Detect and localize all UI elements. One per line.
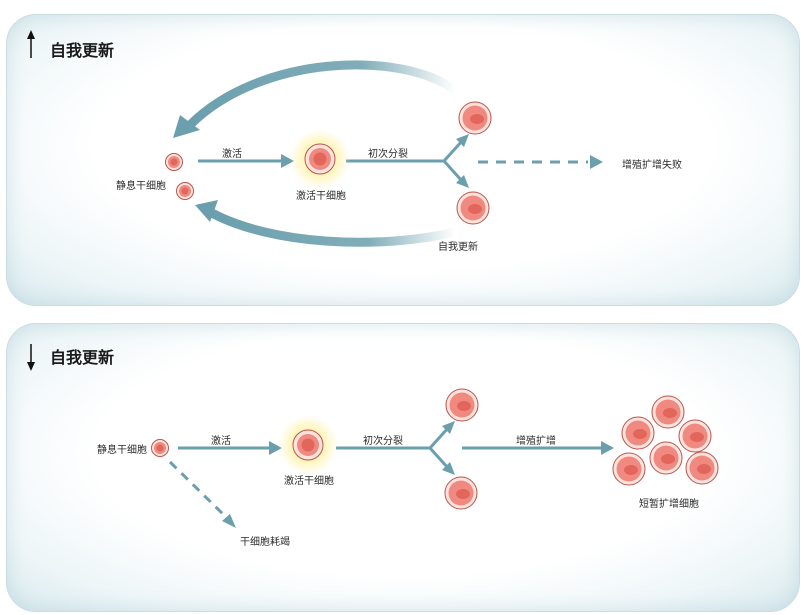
top-panel-title: 自我更新 [50, 41, 115, 60]
activated-label: 激活干细胞 [284, 476, 334, 487]
quiescent-label: 静息干细胞 [116, 181, 166, 192]
amplifying-cell [685, 451, 719, 485]
short-cells-label: 短暂扩增细胞 [639, 499, 699, 510]
amplifying-cell [621, 416, 655, 450]
division-arrow-top [346, 134, 469, 188]
division-label: 初次分裂 [368, 149, 408, 160]
down-arrow-icon [27, 344, 35, 371]
quiescent-cell [165, 153, 183, 171]
division-arrow-bottom [336, 421, 455, 475]
daughter-cell [444, 476, 478, 510]
return-arc-upper [173, 60, 460, 138]
quiescent-cell [176, 182, 194, 200]
amplifying-cell [651, 395, 685, 429]
division-label: 初次分裂 [363, 436, 403, 447]
proliferation-label: 增殖扩增 [516, 436, 556, 447]
amplifying-cell [678, 419, 712, 453]
activated-cell [290, 129, 350, 189]
activate-label: 激活 [211, 436, 231, 447]
activate-label: 激活 [222, 149, 242, 160]
daughter-cell [458, 101, 492, 135]
fail-label: 增殖扩增失败 [622, 160, 682, 171]
return-arc-lower [195, 200, 460, 247]
daughter-cell [456, 191, 490, 225]
failure-arrow [478, 155, 603, 169]
amplifying-cell [649, 441, 683, 475]
self-renewal-label: 自我更新 [438, 242, 478, 253]
exhaustion-arrow [168, 460, 236, 528]
bottom-panel-title: 自我更新 [50, 348, 115, 367]
proliferation-arrow [462, 441, 614, 455]
activated-cell [278, 415, 338, 475]
activate-arrow-bottom [178, 441, 282, 455]
activate-arrow-top [198, 154, 294, 168]
amplifying-cell [612, 452, 646, 486]
quiescent-cell [151, 439, 169, 457]
exhaustion-label: 干细胞耗竭 [240, 537, 290, 548]
amplifying-cell-cluster [612, 395, 719, 486]
quiescent-label: 静息干细胞 [97, 445, 147, 456]
activated-label: 激活干细胞 [296, 191, 346, 202]
daughter-cell [445, 388, 479, 422]
up-arrow-icon [27, 30, 35, 58]
